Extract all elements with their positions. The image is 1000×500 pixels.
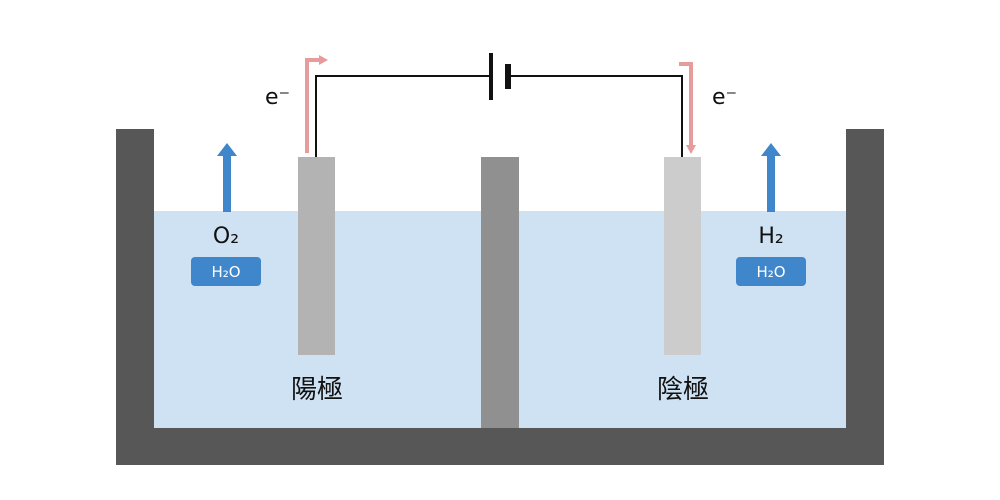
tank-bottom	[116, 428, 884, 465]
electron-label-right: e⁻	[712, 85, 737, 110]
gas-label-oxygen: O₂	[213, 224, 239, 249]
anode-electrode	[298, 157, 335, 355]
water-badge-right: H₂O	[736, 257, 806, 286]
up-arrow-icon	[223, 154, 231, 212]
electron-flow-arrow-icon	[305, 58, 320, 153]
electron-label-left: e⁻	[265, 85, 290, 110]
cathode-label: 陰極	[657, 375, 709, 405]
up-arrow-icon	[767, 154, 775, 212]
electron-flow-arrowhead	[319, 55, 328, 65]
water-badge-bg	[736, 257, 806, 286]
water-badge-label: H₂O	[211, 263, 240, 281]
wire-right	[509, 75, 683, 157]
water-badge-label: H₂O	[756, 263, 785, 281]
cathode-electrode	[664, 157, 701, 355]
battery-long-plate	[489, 53, 493, 100]
water-badge-bg	[191, 257, 261, 286]
electron-flow-arrow-left	[305, 55, 328, 153]
electron-flow-arrow-right	[679, 62, 696, 154]
gas-label-hydrogen: H₂	[758, 224, 783, 249]
electron-flow-arrow-icon	[679, 62, 693, 146]
up-arrowhead	[761, 143, 781, 156]
tank-left-wall	[116, 129, 154, 465]
divider-membrane	[481, 157, 519, 428]
tank-right-wall	[846, 129, 884, 465]
up-arrowhead	[217, 143, 237, 156]
gas-arrow-right	[761, 143, 781, 212]
battery-symbol-icon	[489, 53, 511, 100]
wire-left	[315, 75, 491, 157]
battery-short-plate	[505, 64, 511, 89]
gas-arrow-left	[217, 143, 237, 212]
anode-label: 陽極	[291, 375, 343, 405]
tank	[116, 129, 884, 465]
electron-flow-arrowhead	[686, 145, 696, 154]
water-badge-left: H₂O	[191, 257, 261, 286]
